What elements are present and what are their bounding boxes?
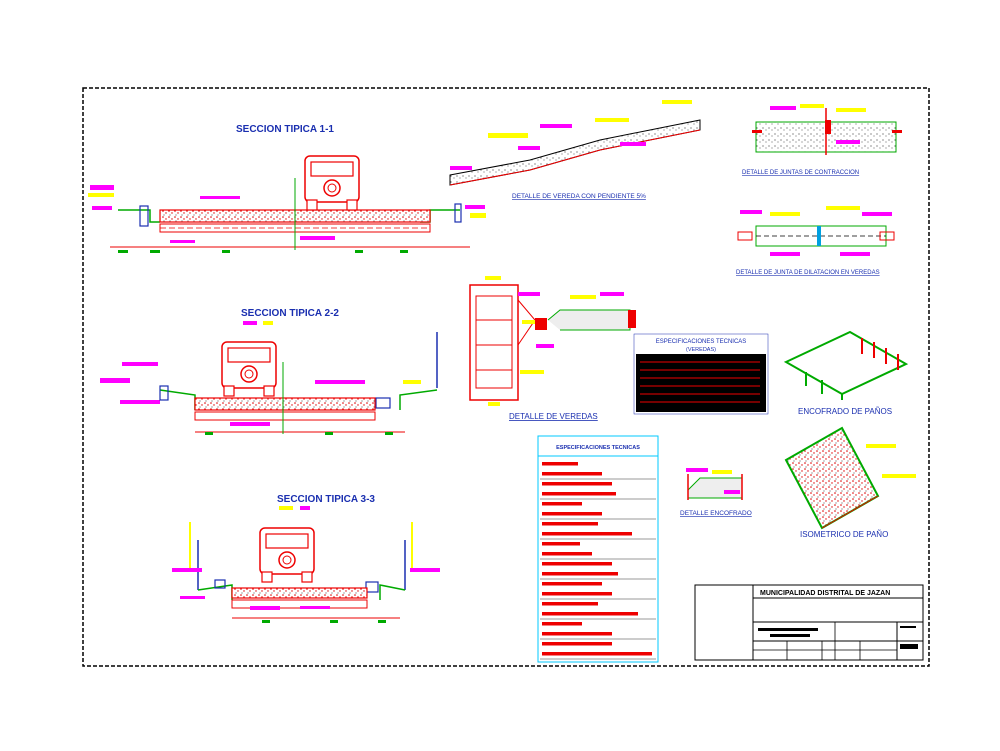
- section-2-2: SECCION TIPICA 2-2: [100, 308, 438, 435]
- spec-row: [542, 492, 616, 496]
- specs-veredas-title: ESPECIFICACIONES TECNICAS: [656, 339, 747, 345]
- detail-junta-dilatacion: DETALLE DE JUNTA DE DILATACION EN VEREDA…: [736, 206, 895, 276]
- spec-row: [542, 652, 652, 656]
- detail-isometrico: ISOMETRICO DE PAÑO: [784, 426, 916, 539]
- section-3-3-title: SECCION TIPICA 3-3: [277, 494, 375, 505]
- spec-row: [542, 472, 602, 476]
- detail-veredas: DETALLE DE VEREDAS: [469, 276, 636, 421]
- spec-row: [542, 522, 598, 526]
- detail-encofrado: DETALLE ENCOFRADO: [680, 468, 752, 517]
- spec-row: [542, 562, 612, 566]
- detail-veredas-title: DETALLE DE VEREDAS: [509, 412, 598, 421]
- detail-junta-dilatacion-title: DETALLE DE JUNTA DE DILATACION EN VEREDA…: [736, 270, 880, 276]
- spec-row: [542, 482, 612, 486]
- spec-row: [542, 552, 592, 556]
- specs-table: ESPECIFICACIONES TECNICAS: [537, 435, 659, 663]
- spec-row: [542, 612, 638, 616]
- spec-row: [542, 622, 582, 626]
- spec-row: [542, 592, 612, 596]
- spec-row: [542, 532, 632, 536]
- spec-row: [542, 642, 612, 646]
- specs-veredas: ESPECIFICACIONES TECNICAS (VEREDAS): [633, 333, 769, 415]
- section-1-1-title: SECCION TIPICA 1-1: [236, 124, 334, 135]
- spec-row: [542, 462, 578, 466]
- section-2-2-title: SECCION TIPICA 2-2: [241, 308, 339, 319]
- section-1-1: SECCION TIPICA 1-1: [88, 124, 486, 253]
- spec-row: [542, 542, 580, 546]
- detail-encofrado-title: DETALLE ENCOFRADO: [680, 510, 752, 517]
- title-block-entity: MUNICIPALIDAD DISTRITAL DE JAZAN: [760, 590, 890, 597]
- spec-row: [542, 502, 582, 506]
- sheet-frame: [82, 87, 930, 667]
- spec-row: [542, 582, 602, 586]
- spec-row: [542, 602, 598, 606]
- specs-table-title: ESPECIFICACIONES TECNICAS: [556, 445, 640, 451]
- spec-row: [542, 572, 618, 576]
- specs-veredas-subtitle: (VEREDAS): [686, 347, 716, 353]
- spec-row: [542, 632, 612, 636]
- detail-encofrado-panos-title: ENCOFRADO DE PAÑOS: [798, 407, 892, 416]
- detail-junta-contraccion-title: DETALLE DE JUNTAS DE CONTRACCION: [742, 170, 859, 176]
- section-3-3: SECCION TIPICA 3-3: [172, 494, 440, 623]
- spec-row: [542, 512, 602, 516]
- detail-junta-contraccion: DETALLE DE JUNTAS DE CONTRACCION: [742, 104, 902, 176]
- detail-vereda-pendiente-title: DETALLE DE VEREDA CON PENDIENTE 5%: [512, 193, 646, 200]
- detail-encofrado-panos: ENCOFRADO DE PAÑOS: [783, 330, 909, 416]
- detail-isometrico-title: ISOMETRICO DE PAÑO: [800, 530, 888, 539]
- title-block: MUNICIPALIDAD DISTRITAL DE JAZAN: [694, 584, 924, 661]
- detail-vereda-pendiente: DETALLE DE VEREDA CON PENDIENTE 5%: [449, 100, 701, 200]
